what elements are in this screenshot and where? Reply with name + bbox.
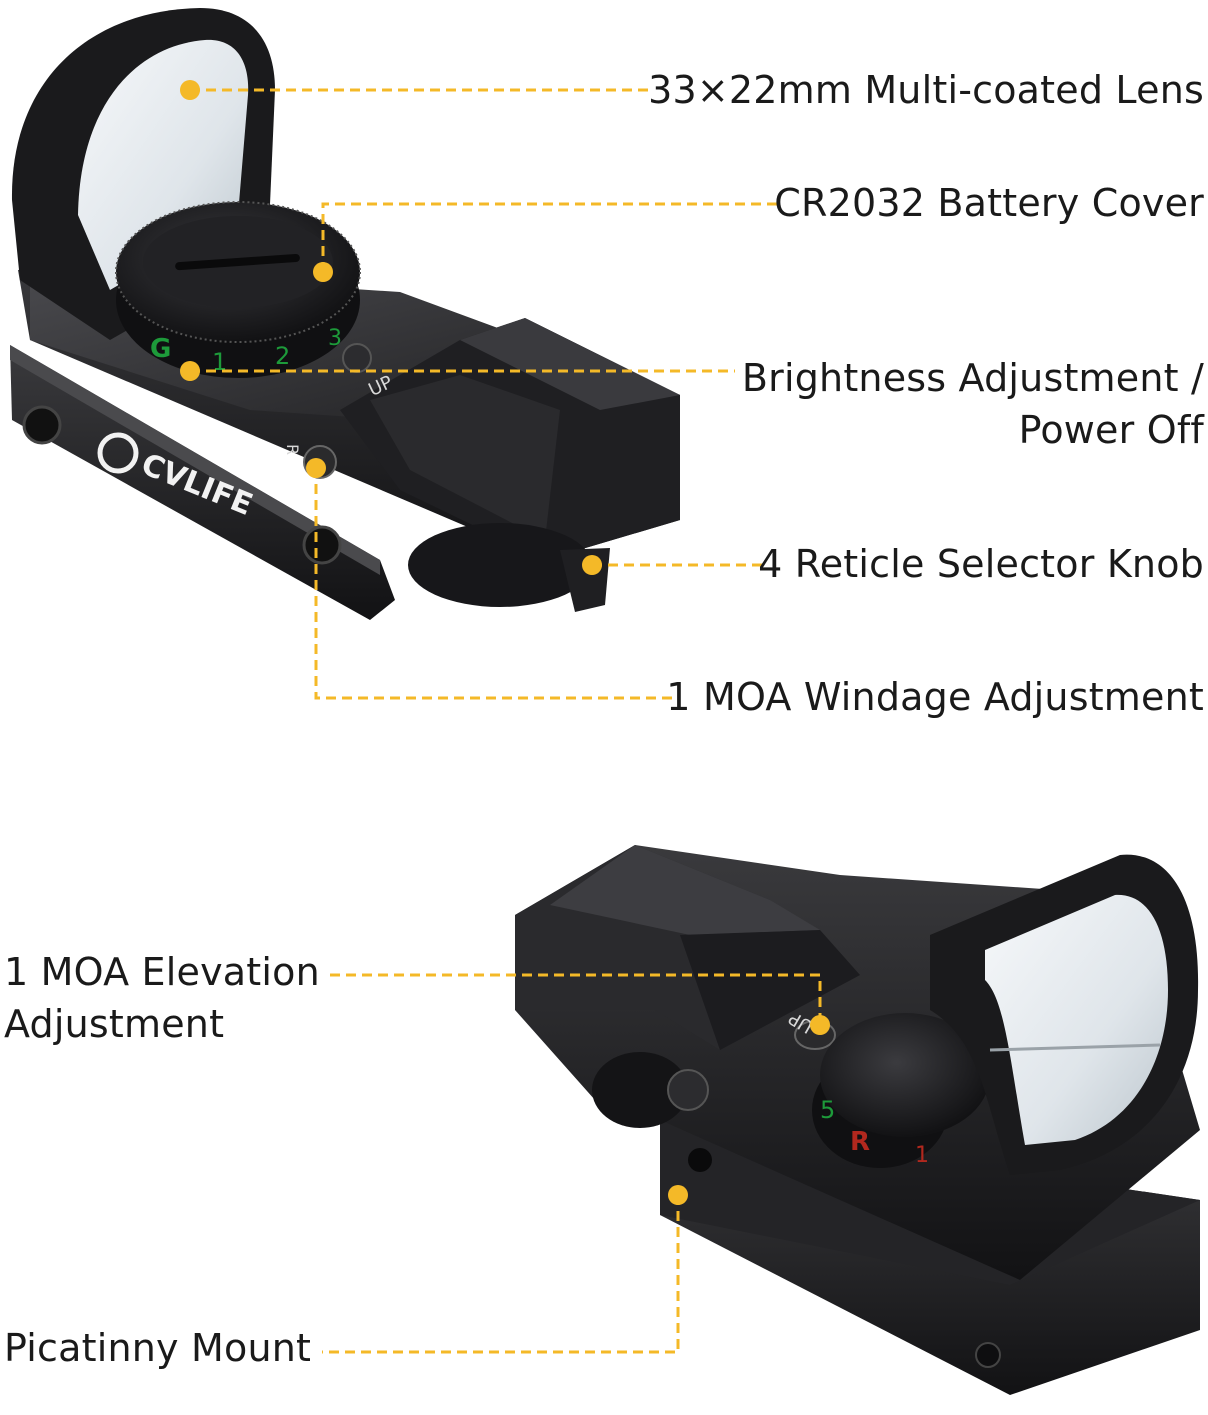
bottom-side-button bbox=[667, 1069, 709, 1111]
dial-mark-r: R bbox=[850, 1127, 870, 1157]
dot-mount bbox=[668, 1185, 688, 1205]
bottom-lens-glass bbox=[985, 894, 1168, 1145]
dial-mark-2: 2 bbox=[275, 342, 290, 370]
dial-mark-1: 1 bbox=[212, 348, 227, 376]
top-windage-mark: R bbox=[283, 444, 302, 455]
dial-mark-5: 5 bbox=[820, 1096, 835, 1124]
leader-elevation bbox=[330, 973, 822, 1025]
callout-reticle: 4 Reticle Selector Knob bbox=[758, 538, 1204, 590]
callout-brightness-line2: Power Off bbox=[1018, 408, 1204, 452]
brand-logo-mark bbox=[97, 432, 139, 474]
top-hex-screw bbox=[342, 343, 372, 373]
callout-brightness: Brightness Adjustment / Power Off bbox=[742, 352, 1204, 456]
dot-brightness bbox=[180, 361, 200, 381]
top-side-screw-1 bbox=[22, 405, 62, 445]
callout-brightness-line1: Brightness Adjustment / bbox=[741, 356, 1204, 400]
bottom-sight-view: UP 5 R 1 bbox=[515, 845, 1200, 1395]
leader-mount bbox=[322, 1195, 680, 1354]
callout-mount-text: Picatinny Mount bbox=[4, 1326, 312, 1370]
callout-lens-text: 33×22mm Multi-coated Lens bbox=[648, 68, 1204, 112]
bottom-brightness-dial bbox=[820, 1013, 990, 1137]
top-side-screw-2 bbox=[302, 525, 342, 565]
dot-lens bbox=[180, 80, 200, 100]
callout-leaders bbox=[190, 88, 822, 1354]
callout-battery-text: CR2032 Battery Cover bbox=[774, 181, 1204, 225]
bottom-rail-screw bbox=[975, 1342, 1001, 1368]
top-sight-view: G 1 2 3 UP R CVLIFE bbox=[10, 8, 680, 620]
dot-elevation bbox=[810, 1015, 830, 1035]
dial-mark-3: 3 bbox=[328, 326, 342, 351]
dot-battery bbox=[313, 262, 333, 282]
bottom-rail-hole bbox=[688, 1148, 712, 1172]
callout-reticle-text: 4 Reticle Selector Knob bbox=[758, 542, 1204, 586]
leader-windage bbox=[314, 468, 672, 700]
callout-elevation-line2: Adjustment bbox=[4, 1002, 225, 1046]
bottom-reticle-knob bbox=[592, 1052, 688, 1128]
top-battery-slot bbox=[175, 253, 300, 271]
callout-elevation: 1 MOA Elevation Adjustment bbox=[4, 946, 320, 1050]
dial-mark-1b: 1 bbox=[915, 1143, 929, 1168]
top-reticle-knob bbox=[408, 523, 592, 607]
callout-elevation-line1: 1 MOA Elevation bbox=[4, 950, 320, 994]
dial-mark-g: G bbox=[150, 334, 171, 364]
callout-mount: Picatinny Mount bbox=[4, 1322, 311, 1374]
dot-windage bbox=[306, 458, 326, 478]
callout-lens: 33×22mm Multi-coated Lens bbox=[648, 64, 1204, 116]
callout-windage: 1 MOA Windage Adjustment bbox=[666, 671, 1204, 723]
callout-dots bbox=[180, 80, 830, 1205]
dot-reticle bbox=[582, 555, 602, 575]
leader-battery bbox=[321, 202, 780, 272]
callout-battery: CR2032 Battery Cover bbox=[774, 177, 1204, 229]
callout-windage-text: 1 MOA Windage Adjustment bbox=[666, 675, 1204, 719]
